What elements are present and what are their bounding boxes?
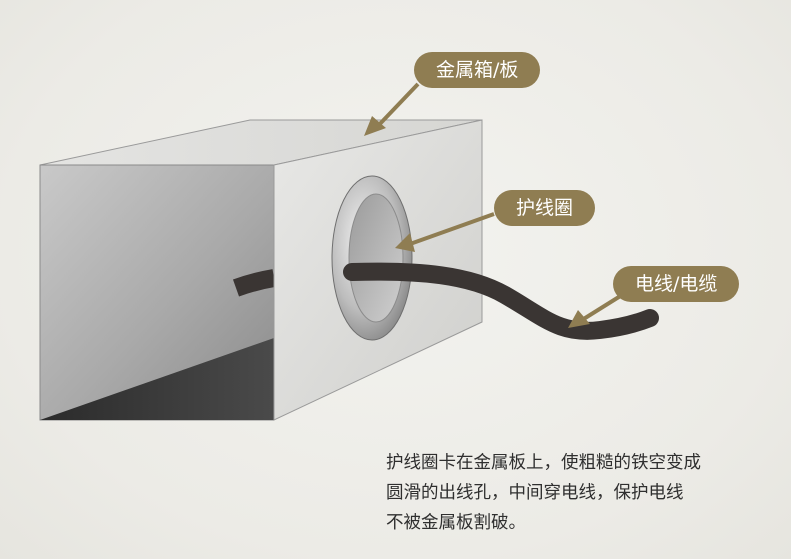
cable <box>343 262 659 340</box>
label-cable: 电线/电缆 <box>613 266 740 302</box>
grommet-hole <box>348 193 404 323</box>
caption: 护线圈卡在金属板上，使粗糙的铁空变成 圆滑的出线孔，中间穿电线，保护电线 不被金… <box>386 448 776 538</box>
arrow-grommet <box>395 212 495 252</box>
caption-line-1: 护线圈卡在金属板上，使粗糙的铁空变成 <box>386 453 701 473</box>
label-grommet: 护线圈 <box>494 190 596 226</box>
box-inner-floor <box>40 338 274 420</box>
cable-inside <box>232 269 276 297</box>
caption-line-2: 圆滑的出线孔，中间穿电线，保护电线 <box>386 483 684 503</box>
caption-line-3: 不被金属板割破。 <box>386 513 526 533</box>
arrow-metal-box <box>364 82 420 136</box>
label-metal-box: 金属箱/板 <box>414 52 541 88</box>
